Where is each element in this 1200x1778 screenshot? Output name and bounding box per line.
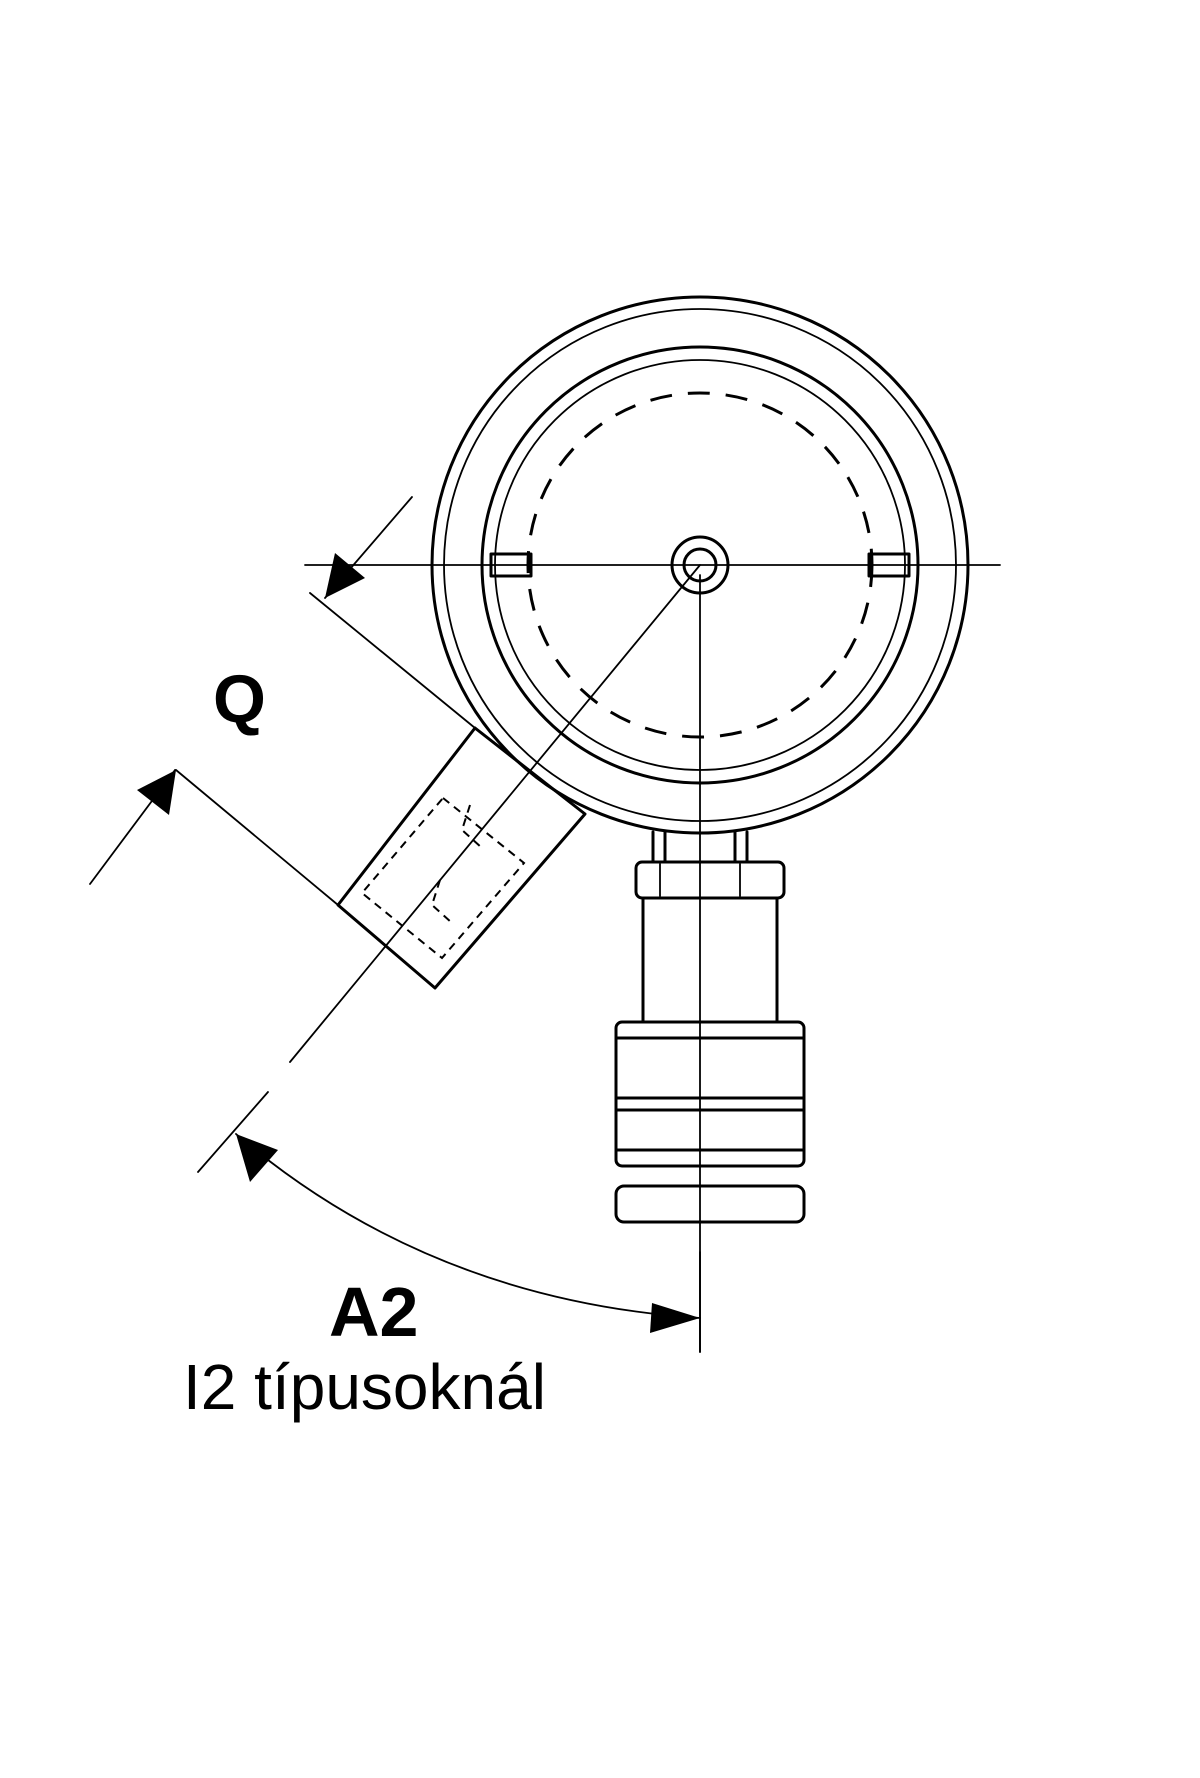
coupling-body xyxy=(614,1020,806,1168)
angle-arc xyxy=(235,1133,701,1319)
q-arrow-top xyxy=(325,553,365,598)
dimension-label-q: Q xyxy=(213,661,266,737)
dimension-label-a2: A2 xyxy=(329,1273,419,1351)
stem xyxy=(641,896,779,1024)
type-note-label: I2 típusoknál xyxy=(183,1351,546,1423)
dimension-q xyxy=(89,496,476,906)
rotated-axis-line xyxy=(289,564,701,1063)
hex-nut xyxy=(634,860,786,900)
a2-arrow-right xyxy=(650,1303,700,1333)
a2-arrow-left xyxy=(236,1134,278,1182)
dimension-a2 xyxy=(197,1091,701,1353)
connector-assembly xyxy=(614,830,806,1224)
q-arrow-bottom xyxy=(137,770,176,815)
sensor-housing xyxy=(336,726,587,990)
center-lines xyxy=(304,564,1001,1353)
coupling-tip xyxy=(614,1184,806,1224)
